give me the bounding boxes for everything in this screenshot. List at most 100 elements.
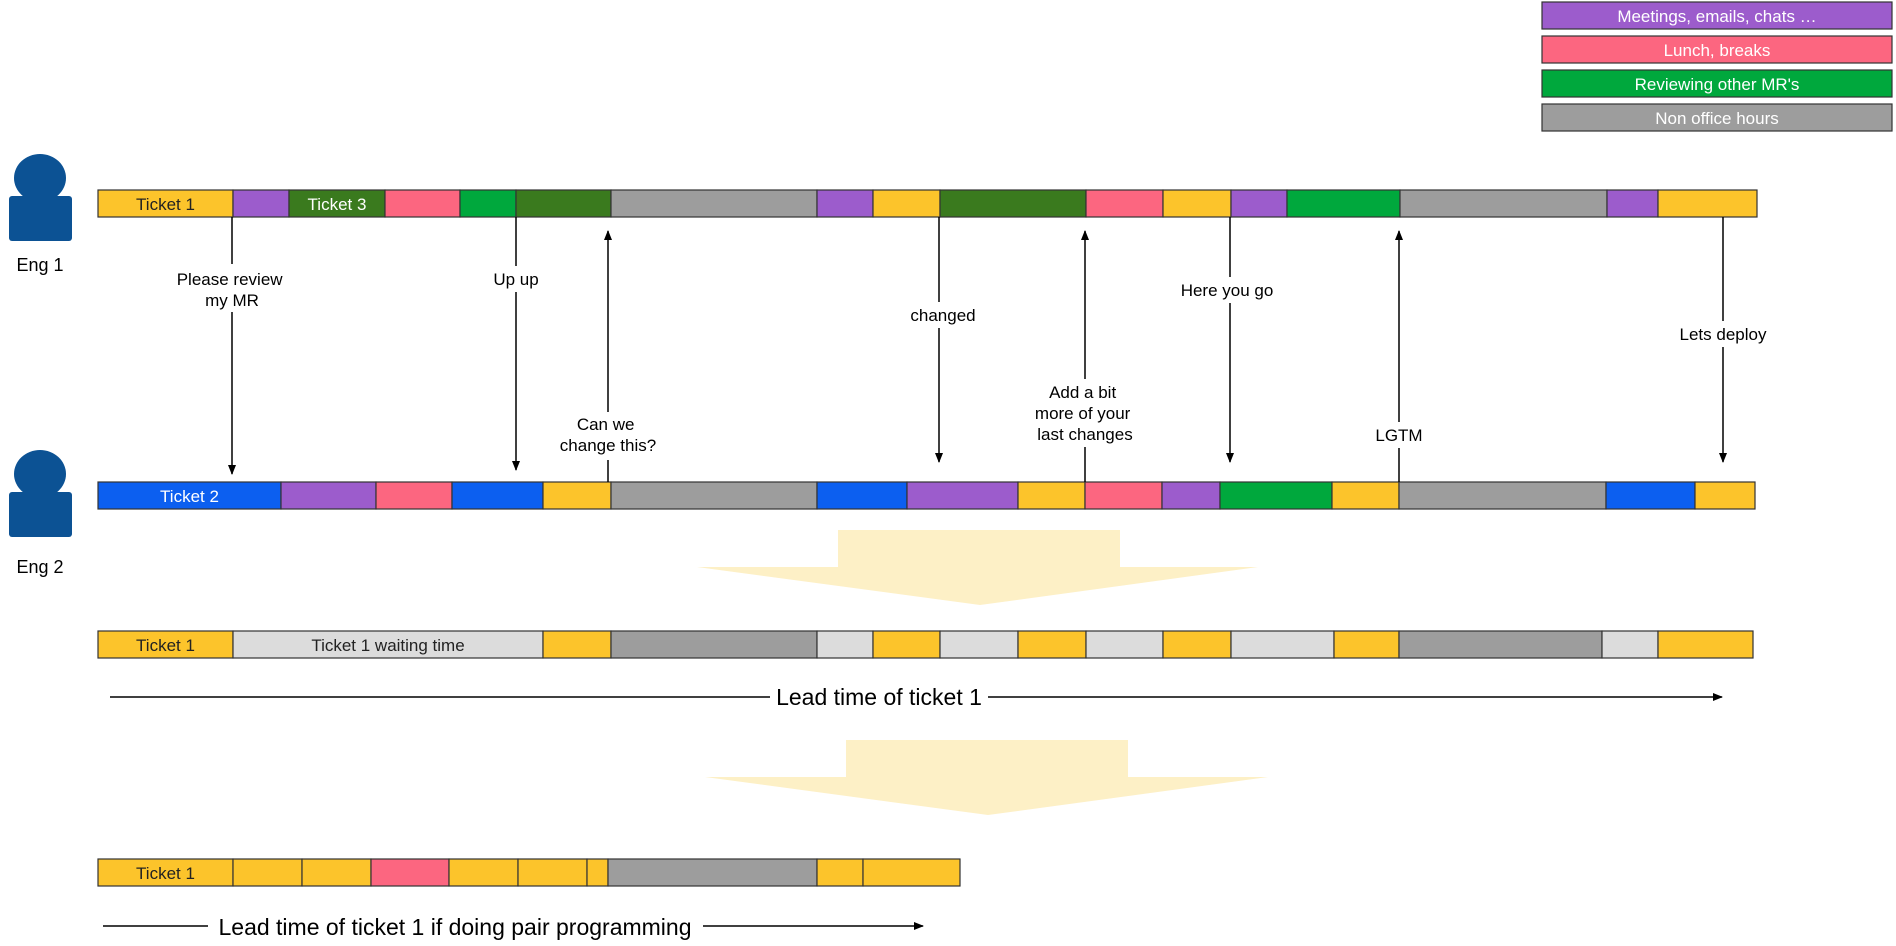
segment-ticket-1 [816,858,864,887]
lead-time-arrow: Lead time of ticket 1 [110,684,1723,710]
segment-waiting [1230,630,1335,659]
segment-ticket-1 [1657,630,1754,659]
segment-waiting [1085,630,1164,659]
segment-ticket-1 [862,858,961,887]
segment-meetings [906,481,1019,510]
segment-label: Ticket 1 waiting time [311,636,464,655]
segment-ticket-3 [288,189,386,218]
segment-waiting [816,630,874,659]
segment-label: Ticket 1 [136,636,195,655]
message-label: changed [910,306,975,325]
segment-ticket-3 [939,189,1087,218]
pair-programming-timeline: Ticket 1 [97,858,961,887]
segment-meetings [1161,481,1221,510]
flow-arrow [697,530,1258,605]
segment-review [1286,189,1401,218]
legend: Meetings, emails, chats … Lunch, breaks … [1541,1,1893,132]
segment-review [1219,481,1333,510]
segment-ticket-1 [1017,630,1087,659]
segment-ticket-1 [301,858,372,887]
eng2-avatar: Eng 2 [9,450,72,577]
message-line: Lets deploy [1680,325,1767,344]
segment-ticket-1 [586,858,609,887]
flow-arrow [705,740,1268,815]
segment-non-office [610,481,818,510]
segment-waiting [939,630,1019,659]
segment-ticket-1 [1333,630,1400,659]
message-line: Add a bit [1049,383,1116,402]
pair-lead-time-arrow: Lead time of ticket 1 if doing pair prog… [103,914,924,940]
segment-label: Ticket 3 [308,195,367,214]
pair-lead-time-label: Lead time of ticket 1 if doing pair prog… [218,914,691,940]
legend-label-meetings: Meetings, emails, chats … [1617,7,1816,26]
message-label: Up up [493,270,538,289]
segment-ticket-2 [451,481,544,510]
message-label: Can we change this? [560,415,656,455]
legend-swatch-lunch [1541,35,1893,64]
segment-ticket-1 [97,189,234,218]
message-label: Lets deploy [1680,325,1767,344]
legend-label-non-office: Non office hours [1655,109,1778,128]
segment-meetings [1606,189,1659,218]
message-line: more of your [1035,404,1131,423]
message-line: Up up [493,270,538,289]
legend-swatch-review [1541,69,1893,98]
segment-meetings [280,481,377,510]
segment-non-office [1398,481,1607,510]
segment-label: Ticket 2 [160,487,219,506]
person-icon [9,450,72,537]
message-line: my MR [205,291,259,310]
message-line: Please review [177,270,284,289]
segment-lunch [1084,481,1163,510]
eng2-label: Eng 2 [16,557,63,577]
segment-waiting [1601,630,1659,659]
segment-review [459,189,517,218]
segment-meetings [1230,189,1288,218]
segment-ticket-2 [816,481,908,510]
eng1-label: Eng 1 [16,255,63,275]
legend-label-review: Reviewing other MR's [1635,75,1800,94]
segment-ticket-1 [517,858,588,887]
segment-ticket-1 [1162,630,1232,659]
eng1-timeline: Ticket 1 Ticket 3 [97,189,1758,218]
message-label: Add a bit more of your last changes [1035,383,1135,444]
segment-ticket-1 [97,858,234,887]
segment-ticket-1 [872,630,941,659]
segment-ticket-1 [232,858,303,887]
eng1-avatar: Eng 1 [9,154,72,275]
message-line: changed [910,306,975,325]
segment-lunch [1085,189,1164,218]
legend-swatch-non-office [1541,103,1893,132]
message-line: Can we [577,415,635,434]
segment-label: Ticket 1 [136,864,195,883]
legend-swatch-meetings [1541,1,1893,30]
segment-ticket-1 [1162,189,1232,218]
segment-ticket-1 [1331,481,1400,510]
message-line: last changes [1037,425,1132,444]
lead-time-timeline: Ticket 1 Ticket 1 waiting time [97,630,1754,659]
segment-ticket-1 [1017,481,1086,510]
segment-ticket-1 [448,858,519,887]
message-label: LGTM [1375,426,1422,445]
message-line: Here you go [1181,281,1274,300]
segment-non-office [607,858,818,887]
segment-non-office [1398,630,1603,659]
segment-non-office [610,630,818,659]
message-label: Here you go [1181,281,1274,300]
segment-lunch [370,858,450,887]
person-icon [9,154,72,241]
segment-label: Ticket 1 [136,195,195,214]
segment-lunch [375,481,453,510]
legend-label-lunch: Lunch, breaks [1664,41,1771,60]
eng2-timeline: Ticket 2 [97,481,1756,510]
segment-non-office [610,189,818,218]
message-line: change this? [560,436,656,455]
segment-meetings [816,189,874,218]
segment-ticket-1 [542,630,612,659]
segment-ticket-1 [542,481,612,510]
segment-ticket-1 [872,189,941,218]
messages: Please review my MR Up up Can we change … [172,217,1780,482]
segment-meetings [232,189,290,218]
